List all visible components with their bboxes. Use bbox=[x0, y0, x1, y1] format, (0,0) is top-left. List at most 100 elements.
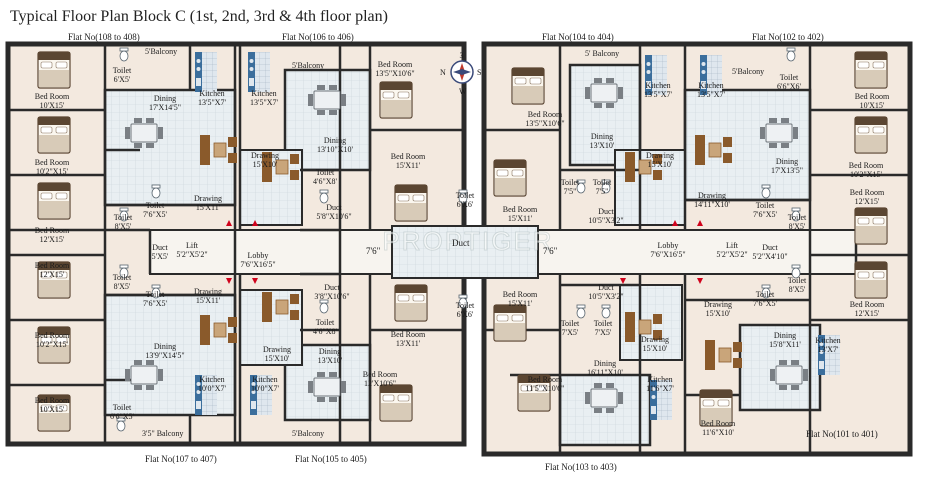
flat-label-104: Flat No(104 to 404) bbox=[542, 32, 614, 42]
corridor-width-left: 7'6" bbox=[366, 246, 381, 256]
balcony-102: 5'Balcony bbox=[732, 67, 764, 76]
compass-icon: 3 W N S bbox=[440, 51, 481, 96]
flat-label-102: Flat No(102 to 402) bbox=[752, 32, 824, 42]
watermark: PROPTIGER bbox=[382, 226, 553, 256]
flat-label-106: Flat No(106 to 406) bbox=[282, 32, 354, 42]
compass-e: S bbox=[477, 68, 481, 77]
balcony-106: 5'Balcony bbox=[292, 61, 324, 70]
compass-n: 3 bbox=[460, 51, 464, 60]
balcony-107: 3'5" Balcony bbox=[142, 429, 183, 438]
central-duct bbox=[391, 225, 539, 279]
entry-arrows bbox=[226, 220, 703, 284]
corridor-width-right: 7'6" bbox=[543, 246, 558, 256]
compass-s: W bbox=[459, 87, 467, 96]
balcony-108: 5'Balcony bbox=[145, 47, 177, 56]
flat-label-107: Flat No(107 to 407) bbox=[145, 454, 217, 464]
balcony-105: 5'Balcony bbox=[292, 429, 324, 438]
flat-label-105: Flat No(105 to 405) bbox=[295, 454, 367, 464]
balcony-104: 5' Balcony bbox=[585, 49, 619, 58]
dining-room-102 bbox=[683, 88, 812, 202]
flat-label-103: Flat No(103 to 403) bbox=[545, 462, 617, 472]
flat-label-101: Flat No(101 to 401) bbox=[806, 429, 878, 439]
dining-room-103 bbox=[558, 373, 652, 447]
balcony-labels: 5'Balcony 5'Balcony 5' Balcony 5'Balcony… bbox=[142, 47, 764, 438]
compass-w: N bbox=[440, 68, 446, 77]
kitchen-fixtures-108 bbox=[195, 52, 217, 92]
corridor-duct-label: Duct bbox=[452, 238, 470, 248]
flat-labels: Flat No(108 to 408) Flat No(106 to 406) … bbox=[68, 32, 878, 472]
plan-title: Typical Floor Plan Block C (1st, 2nd, 3r… bbox=[10, 8, 388, 25]
kitchen-fixtures-106 bbox=[248, 52, 270, 92]
